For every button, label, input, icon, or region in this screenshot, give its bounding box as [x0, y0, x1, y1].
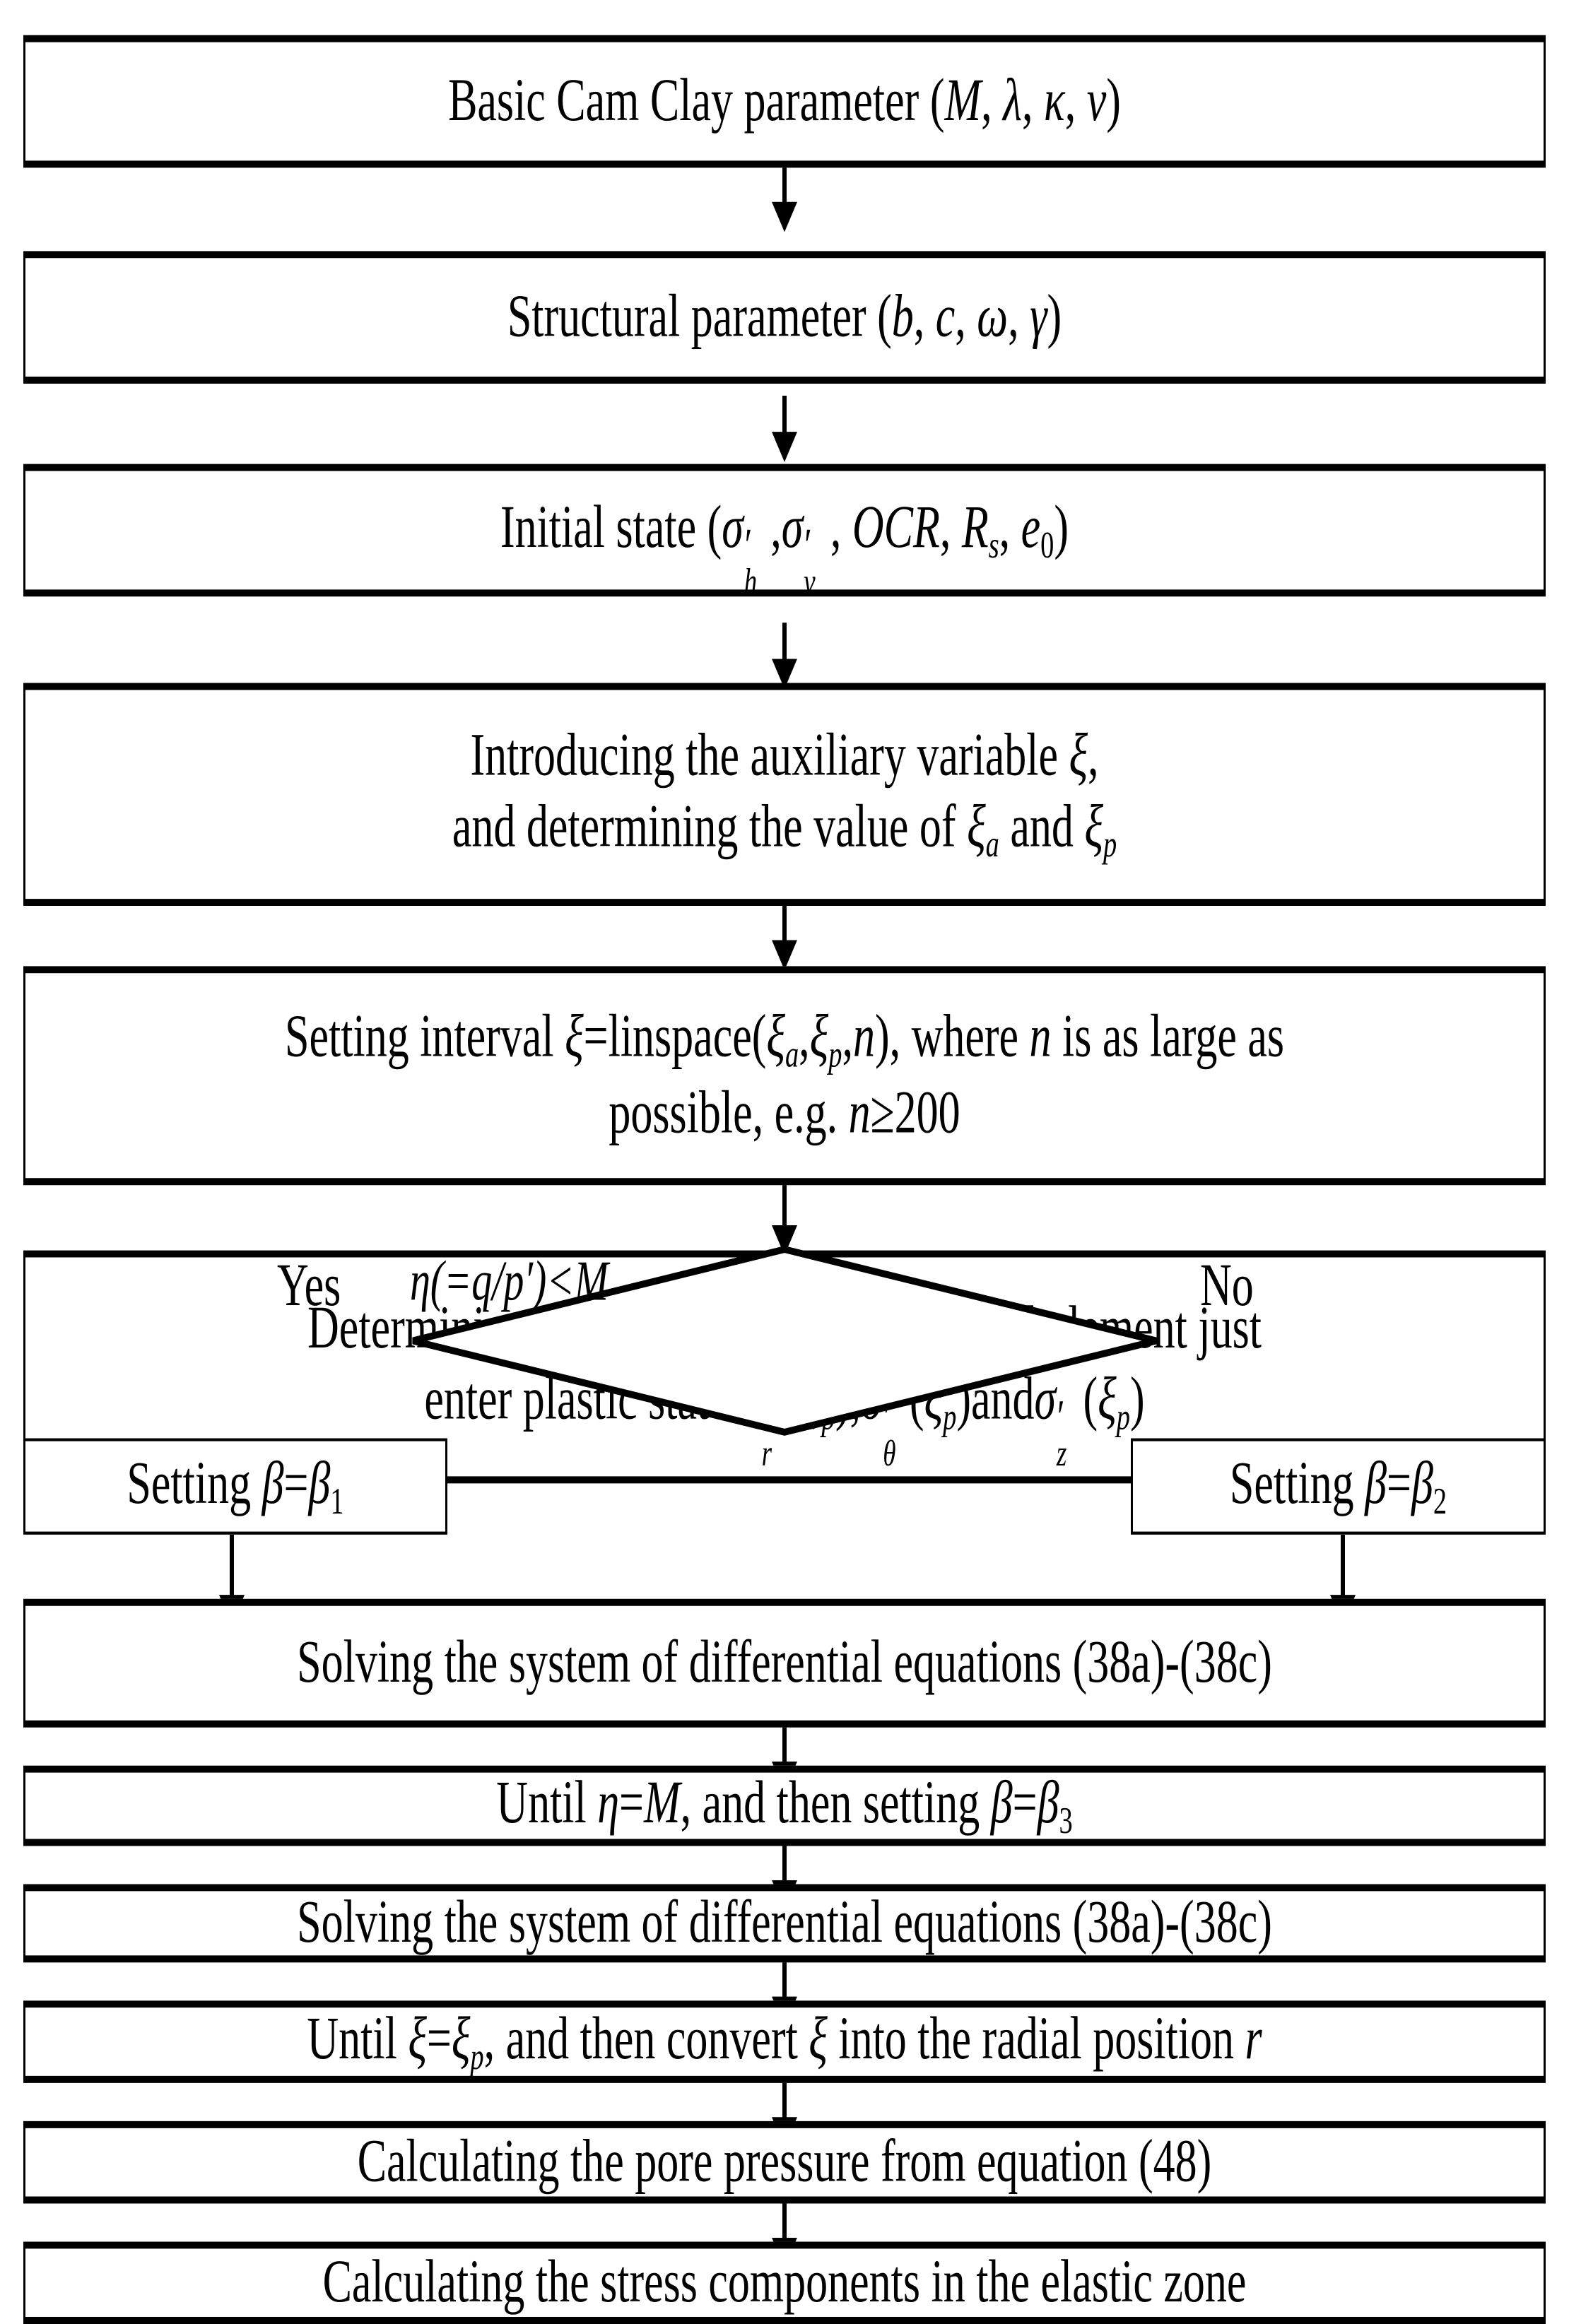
node-setting-beta2[interactable]: Setting β=β2 [1131, 1438, 1546, 1535]
node-label: Calculating the pore pressure from equat… [357, 2128, 1212, 2195]
node-solving-differential-equations-1[interactable]: Solving the system of differential equat… [23, 1598, 1546, 1728]
node-label: Setting β=β2 [1229, 1450, 1447, 1523]
node-calculating-pore-pressure[interactable]: Calculating the pore pressure from equat… [23, 2120, 1546, 2204]
node-label: Setting β=β1 [127, 1450, 344, 1523]
node-label: Calculating the stress components in the… [322, 2249, 1247, 2316]
node-label: Structural parameter (b, c, ω, γ) [507, 283, 1062, 350]
node-label: Initial state (σ′h,σ′v, OCR, Rs, e0) [500, 494, 1069, 603]
node-basic-cam-clay-parameter[interactable]: Basic Cam Clay parameter (M, λ, κ, v) [23, 35, 1546, 168]
node-label: Until ξ=ξp, and then convert ξ into the … [307, 2005, 1262, 2078]
node-until-eta-equals-m[interactable]: Until η=M, and then setting β=β3 [23, 1765, 1546, 1846]
node-setting-beta1[interactable]: Setting β=β1 [23, 1438, 447, 1535]
branch-label-no: No [1200, 1252, 1254, 1319]
node-label: Setting interval ξ=linspace(ξa,ξp,n), wh… [285, 1003, 1284, 1147]
node-label: Basic Cam Clay parameter (M, λ, κ, v) [448, 67, 1121, 134]
node-initial-state[interactable]: Initial state (σ′h,σ′v, OCR, Rs, e0) [23, 464, 1546, 603]
node-label: Until η=M, and then setting β=β3 [496, 1769, 1073, 1842]
node-label: Solving the system of differential equat… [297, 1889, 1272, 1957]
node-label: Solving the system of differential equat… [297, 1629, 1272, 1696]
node-auxiliary-variable[interactable]: Introducing the auxiliary variable ξ, an… [23, 683, 1546, 907]
node-solving-differential-equations-2[interactable]: Solving the system of differential equat… [23, 1884, 1546, 1963]
node-convert-xi-to-radial-position[interactable]: Until ξ=ξp, and then convert ξ into the … [23, 2000, 1546, 2083]
diamond-shape [412, 1246, 1157, 1436]
node-calculating-stress-components[interactable]: Calculating the stress components in the… [23, 2241, 1546, 2324]
node-setting-interval[interactable]: Setting interval ξ=linspace(ξa,ξp,n), wh… [23, 966, 1546, 1186]
node-label: Introducing the auxiliary variable ξ, an… [452, 722, 1117, 866]
decision-eta-less-than-m[interactable]: η(=q/p′)<M [410, 1245, 1159, 1436]
branch-label-yes: Yes [277, 1252, 341, 1319]
node-structural-parameter[interactable]: Structural parameter (b, c, ω, γ) [23, 251, 1546, 384]
